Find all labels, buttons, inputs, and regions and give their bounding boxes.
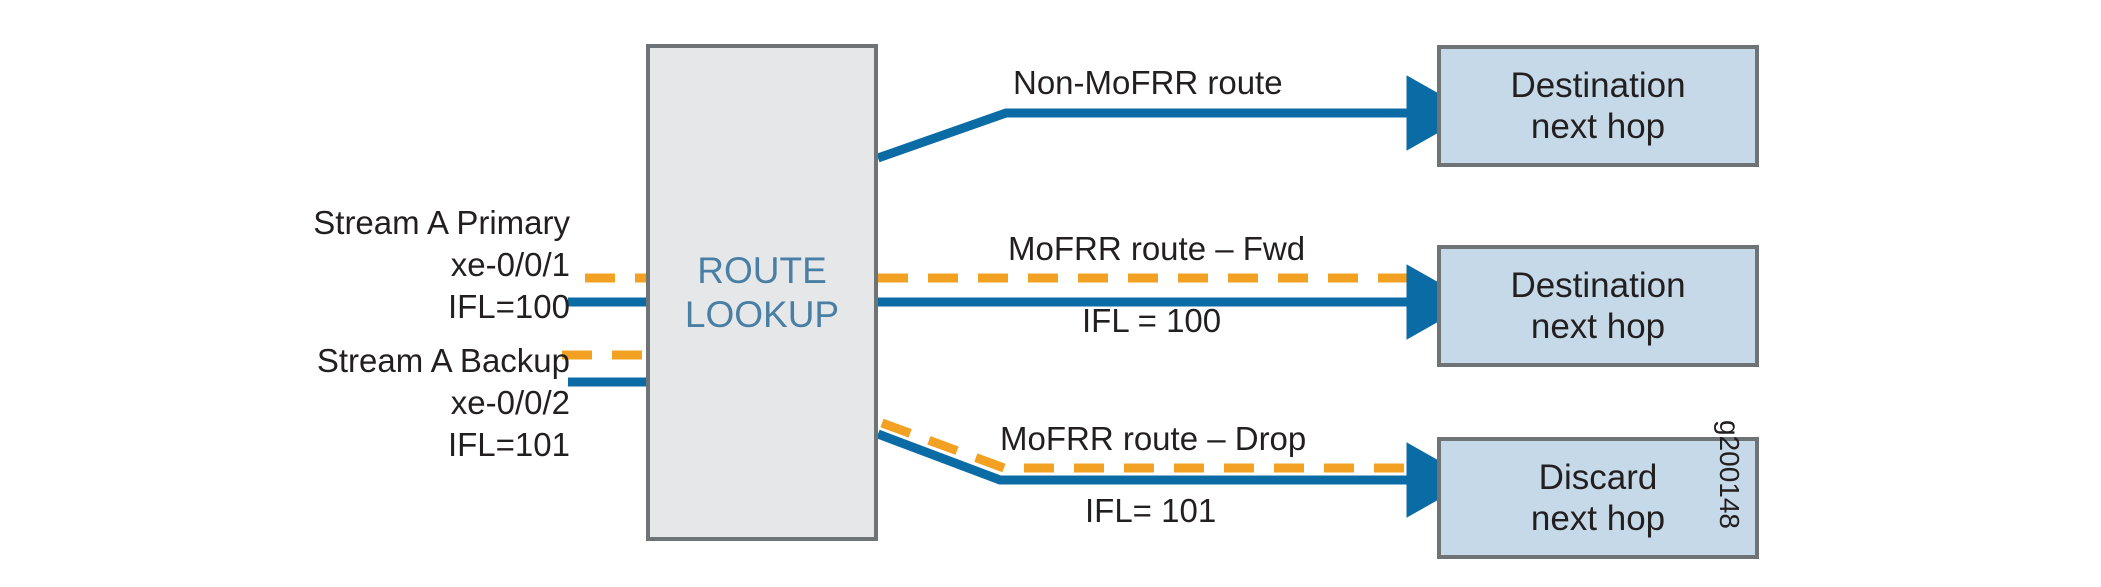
stream-a-backup-interface: xe-0/0/2 — [450, 383, 570, 421]
route-lookup-line-1: ROUTE — [697, 249, 827, 291]
mofrr-drop-solid-line — [876, 429, 1474, 518]
discard-next-hop-line-2: next hop — [1530, 499, 1666, 538]
mofrr-route-fwd-label: MoFRR route – Fwd — [1008, 230, 1306, 267]
mofrr-route-drop-label: MoFRR route – Drop — [1000, 420, 1307, 457]
mofrr-drop-dashed-line — [880, 418, 1420, 473]
discard-next-hop-node: Discard next hop — [1437, 437, 1759, 559]
route-lookup-node: ROUTE LOOKUP — [646, 44, 878, 541]
stream-a-primary-ifl: IFL=100 — [447, 287, 570, 325]
destination-next-hop-middle-node: Destination next hop — [1437, 245, 1759, 367]
mofrr-route-fwd-ifl-label: IFL = 100 — [1082, 302, 1222, 339]
non-mofrr-route-label: Non-MoFRR route — [1013, 64, 1283, 101]
destination-next-hop-top-line-1: Destination — [1510, 65, 1686, 105]
stream-a-primary-interface: xe-0/0/1 — [450, 245, 570, 283]
stream-a-backup-name: Stream A Backup — [316, 342, 570, 379]
stream-a-primary-name: Stream A Primary — [313, 204, 570, 241]
discard-next-hop-line-1: Discard — [1538, 457, 1658, 497]
mofrr-route-drop-ifl-label: IFL= 101 — [1085, 492, 1217, 529]
stream-a-backup-label: Stream A Backup xe-0/0/2 IFL=101 — [230, 340, 570, 466]
stream-a-primary-label: Stream A Primary xe-0/0/1 IFL=100 — [230, 202, 570, 328]
non-mofrr-route-line — [876, 75, 1474, 163]
destination-next-hop-middle-line-1: Destination — [1510, 265, 1686, 305]
route-lookup-line-2: LOOKUP — [684, 293, 840, 335]
destination-next-hop-middle-line-2: next hop — [1530, 307, 1666, 346]
destination-next-hop-top-node: Destination next hop — [1437, 45, 1759, 167]
stream-a-backup-ifl: IFL=101 — [447, 425, 570, 463]
destination-next-hop-top-line-2: next hop — [1530, 107, 1666, 146]
figure-id-watermark: g200148 — [1714, 420, 1745, 530]
